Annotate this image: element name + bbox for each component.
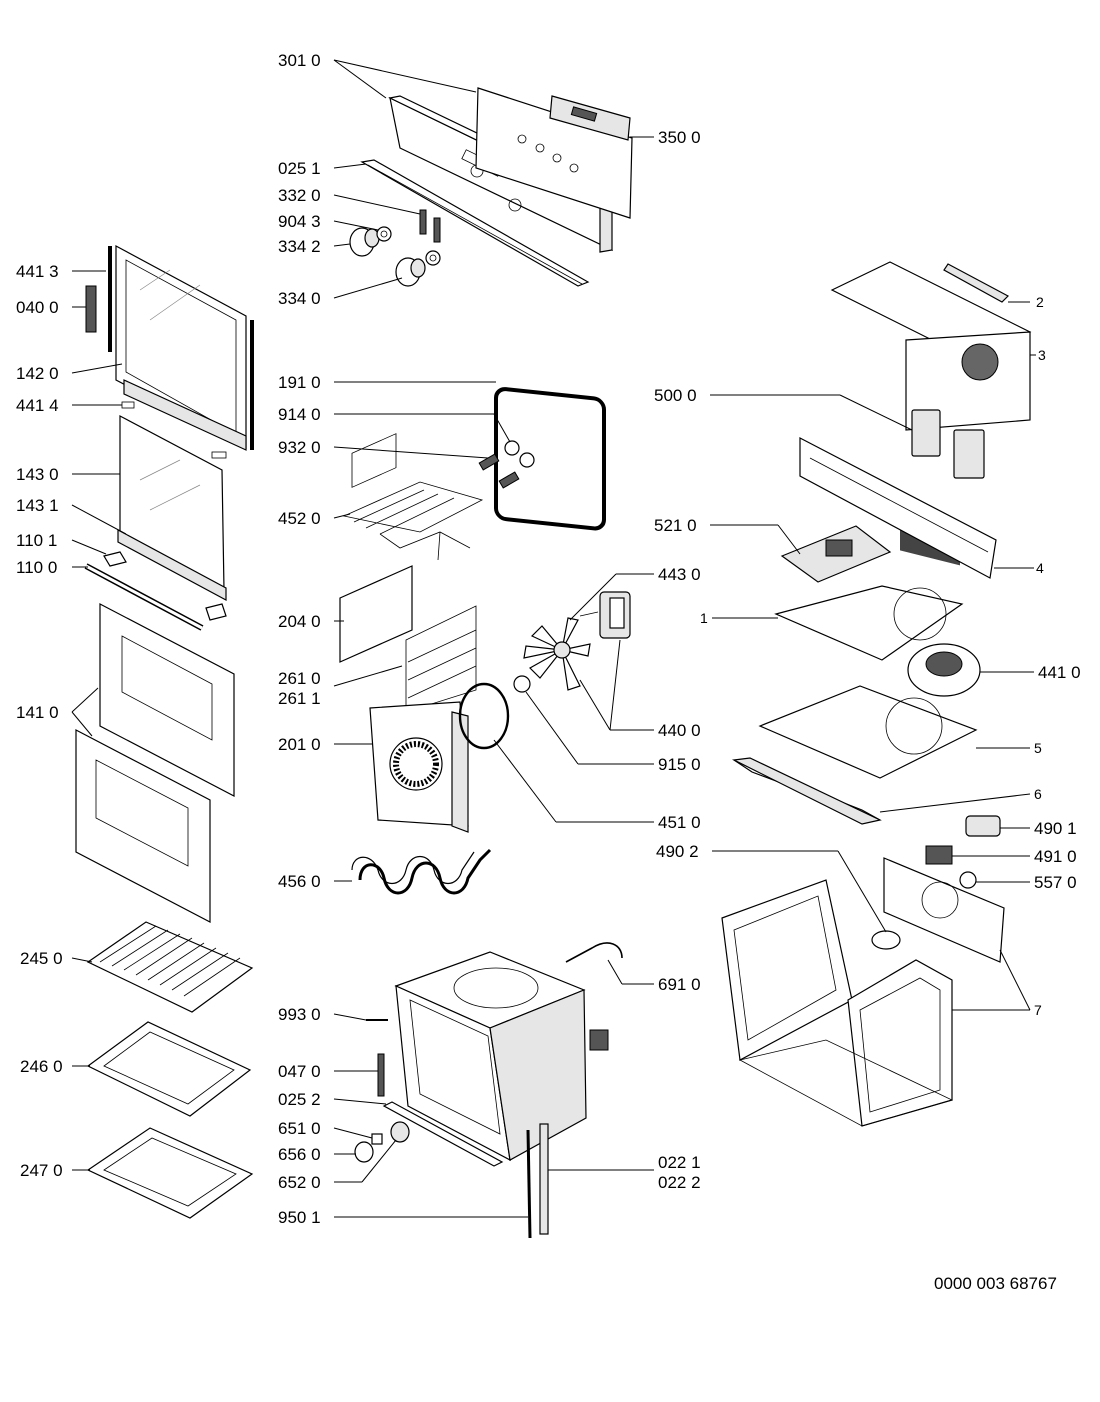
cavity-internals-group — [339, 387, 631, 895]
label-334-2: 334 2 — [278, 237, 321, 256]
label-245-0: 245 0 — [20, 949, 63, 968]
label-3: 3 — [1038, 347, 1046, 363]
label-490-1: 490 1 — [1034, 819, 1077, 838]
label-932-0: 932 0 — [278, 438, 321, 457]
label-441-0: 441 0 — [1038, 663, 1081, 682]
label-443-0: 443 0 — [658, 565, 701, 584]
label-915-0: 915 0 — [658, 755, 701, 774]
label-025-2: 025 2 — [278, 1090, 321, 1109]
label-652-0: 652 0 — [278, 1173, 321, 1192]
label-1: 1 — [700, 610, 708, 626]
label-022-2: 022 2 — [658, 1173, 701, 1192]
label-456-0: 456 0 — [278, 872, 321, 891]
label-110-1: 110 1 — [16, 531, 57, 550]
label-261-1: 261 1 — [278, 689, 321, 708]
label-040-0: 040 0 — [16, 298, 59, 317]
label-651-0: 651 0 — [278, 1119, 321, 1138]
label-2: 2 — [1036, 294, 1044, 310]
label-141-0: 141 0 — [16, 703, 59, 722]
control-panel-group — [349, 87, 633, 287]
label-993-0: 993 0 — [278, 1005, 321, 1024]
label-691-0: 691 0 — [658, 975, 701, 994]
label-332-0: 332 0 — [278, 186, 321, 205]
label-350-0: 350 0 — [658, 128, 701, 147]
leader-lines — [71, 59, 1036, 1218]
label-440-0: 440 0 — [658, 721, 701, 740]
label-914-0: 914 0 — [278, 405, 321, 424]
label-110-0: 110 0 — [16, 558, 57, 577]
label-656-0: 656 0 — [278, 1145, 321, 1164]
label-022-1: 022 1 — [658, 1153, 701, 1172]
part-labels: 301 0 350 0 025 1 332 0 904 3 334 2 334 … — [16, 51, 1081, 1227]
label-191-0: 191 0 — [278, 373, 321, 392]
label-4: 4 — [1036, 560, 1044, 576]
label-441-4: 441 4 — [16, 396, 59, 415]
document-number: 0000 003 68767 — [934, 1274, 1057, 1293]
label-950-1: 950 1 — [278, 1208, 321, 1227]
housing-group — [721, 261, 1032, 1127]
label-441-3: 441 3 — [16, 262, 59, 281]
label-521-0: 521 0 — [654, 516, 697, 535]
label-491-0: 491 0 — [1034, 847, 1077, 866]
label-451-0: 451 0 — [658, 813, 701, 832]
label-500-0: 500 0 — [654, 386, 697, 405]
label-143-1: 143 1 — [16, 496, 59, 515]
label-246-0: 246 0 — [20, 1057, 63, 1076]
label-301-0: 301 0 — [278, 51, 321, 70]
label-557-0: 557 0 — [1034, 873, 1077, 892]
label-7: 7 — [1034, 1002, 1042, 1018]
label-143-0: 143 0 — [16, 465, 59, 484]
label-247-0: 247 0 — [20, 1161, 63, 1180]
label-142-0: 142 0 — [16, 364, 59, 383]
label-334-0: 334 0 — [278, 289, 321, 308]
label-5: 5 — [1034, 740, 1042, 756]
label-452-0: 452 0 — [278, 509, 321, 528]
label-201-0: 201 0 — [278, 735, 321, 754]
trays-group — [86, 921, 254, 1219]
label-490-2: 490 2 — [656, 842, 699, 861]
label-261-0: 261 0 — [278, 669, 321, 688]
label-025-1: 025 1 — [278, 159, 321, 178]
label-047-0: 047 0 — [278, 1062, 321, 1081]
label-204-0: 204 0 — [278, 612, 321, 631]
label-904-3: 904 3 — [278, 212, 321, 231]
door-group — [75, 244, 254, 923]
label-6: 6 — [1034, 786, 1042, 802]
cavity-box-group — [354, 942, 623, 1239]
